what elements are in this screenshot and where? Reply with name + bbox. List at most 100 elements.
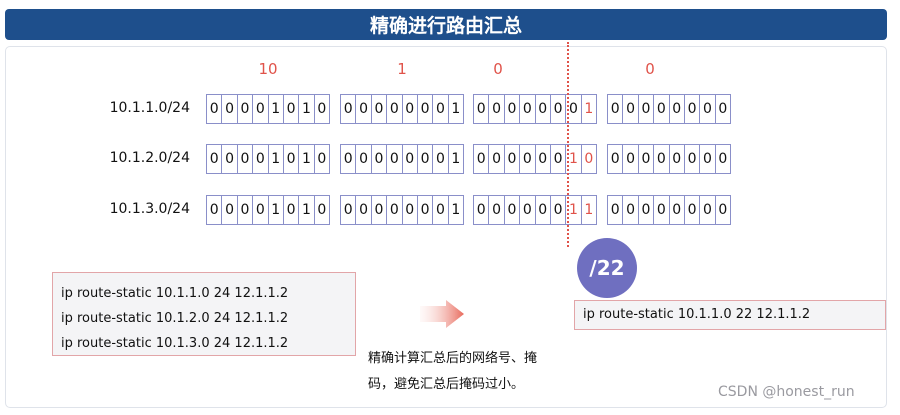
- octet-decimal-label: 1: [397, 60, 407, 78]
- bit-cell: 0: [654, 145, 670, 173]
- bit-cell: 0: [718, 101, 728, 117]
- bit-cell: 0: [700, 196, 716, 224]
- bit-cell: 0: [403, 95, 418, 123]
- bit-cell: 0: [372, 196, 388, 224]
- bit-cell: 0: [433, 145, 449, 173]
- bit-cell: 1: [451, 101, 461, 117]
- bit-cell: 0: [505, 95, 521, 123]
- bit-cell: 0: [639, 145, 655, 173]
- bit-cell: 1: [451, 202, 461, 218]
- bit-cell: 0: [489, 196, 505, 224]
- bit-cell: 0: [284, 196, 300, 224]
- bit-cell: 0: [403, 196, 418, 224]
- network-label: 10.1.3.0/24: [109, 201, 190, 217]
- bit-cell: 0: [623, 95, 639, 123]
- octet-decimal-label: 10: [258, 60, 278, 78]
- bit-cell: 0: [387, 145, 403, 173]
- bit-cell: 0: [474, 145, 490, 173]
- bit-cell: 0: [356, 95, 372, 123]
- bit-cell: 1: [566, 196, 582, 224]
- note-line: 精确计算汇总后的网络号、掩: [368, 351, 538, 366]
- bit-cell: 0: [700, 145, 716, 173]
- bit-cell: 0: [387, 95, 403, 123]
- note-line: 码，避免汇总后掩码过小。: [368, 377, 525, 392]
- bit-cell: 0: [566, 95, 582, 123]
- bit-cell: 0: [372, 145, 388, 173]
- bit-cell: 0: [238, 196, 254, 224]
- bit-cell: 1: [299, 145, 315, 173]
- network-label: 10.1.2.0/24: [109, 150, 190, 166]
- bit-cell: 0: [317, 151, 327, 167]
- bit-cell: 0: [608, 196, 624, 224]
- bit-cell: 0: [238, 95, 254, 123]
- diagram-title: 精确进行路由汇总: [5, 9, 887, 40]
- route-command: ip route-static 10.1.2.0 24 12.1.1.2: [61, 311, 289, 326]
- bit-cell: 0: [551, 95, 567, 123]
- bit-cell: 1: [584, 202, 594, 218]
- bit-cell: 0: [536, 95, 551, 123]
- bit-cell: 0: [317, 202, 327, 218]
- bit-cell: 0: [536, 145, 551, 173]
- bit-cell: 1: [269, 196, 284, 224]
- bit-cell: 0: [341, 196, 357, 224]
- octet-decimal-label: 0: [645, 60, 655, 78]
- bit-cell: 0: [639, 95, 655, 123]
- bit-cell: 0: [253, 145, 269, 173]
- bit-cell: 0: [718, 151, 728, 167]
- bit-cell: 0: [685, 95, 701, 123]
- bit-cell: 1: [584, 101, 594, 117]
- bit-cell: 0: [207, 145, 223, 173]
- bit-cell: 0: [520, 196, 536, 224]
- bit-cell: 0: [418, 196, 434, 224]
- bit-cell: 0: [670, 196, 685, 224]
- bit-cell: 0: [670, 95, 685, 123]
- bit-cell: 0: [505, 145, 521, 173]
- watermark: CSDN @honest_run: [718, 384, 855, 400]
- bit-cell: 0: [284, 95, 300, 123]
- bit-cell: 0: [317, 101, 327, 117]
- bit-cell: 0: [238, 145, 254, 173]
- bit-cell: 0: [520, 95, 536, 123]
- bit-cell: 0: [222, 196, 238, 224]
- bit-cell: 1: [299, 95, 315, 123]
- bit-cell: 0: [584, 151, 594, 167]
- bit-cell: 0: [403, 145, 418, 173]
- bit-cell: 0: [387, 196, 403, 224]
- bit-cell: 0: [222, 145, 238, 173]
- route-command: ip route-static 10.1.1.0 24 12.1.1.2: [61, 286, 289, 301]
- bit-cell: 0: [608, 145, 624, 173]
- bit-cell: 0: [474, 95, 490, 123]
- bit-cell: 0: [474, 196, 490, 224]
- bit-cell: 0: [654, 95, 670, 123]
- bit-cell: 0: [685, 196, 701, 224]
- bit-cell: 0: [654, 196, 670, 224]
- bit-cell: 0: [520, 145, 536, 173]
- bit-cell: 0: [341, 145, 357, 173]
- prefix-boundary-line: [567, 42, 569, 247]
- bit-cell: 0: [608, 95, 624, 123]
- bit-cell: 0: [623, 196, 639, 224]
- bit-cell: 0: [489, 145, 505, 173]
- prefix-length-badge: /22: [577, 238, 637, 298]
- bit-cell: 0: [685, 145, 701, 173]
- bit-cell: 0: [718, 202, 728, 218]
- bit-cell: 0: [253, 95, 269, 123]
- bit-cell: 1: [566, 145, 582, 173]
- bit-cell: 0: [356, 145, 372, 173]
- bit-cell: 0: [433, 95, 449, 123]
- bit-cell: 0: [536, 196, 551, 224]
- bit-cell: 0: [433, 196, 449, 224]
- bit-cell: 1: [269, 95, 284, 123]
- bit-cell: 0: [489, 95, 505, 123]
- bit-cell: 0: [700, 95, 716, 123]
- arrow-right-icon: [420, 300, 464, 328]
